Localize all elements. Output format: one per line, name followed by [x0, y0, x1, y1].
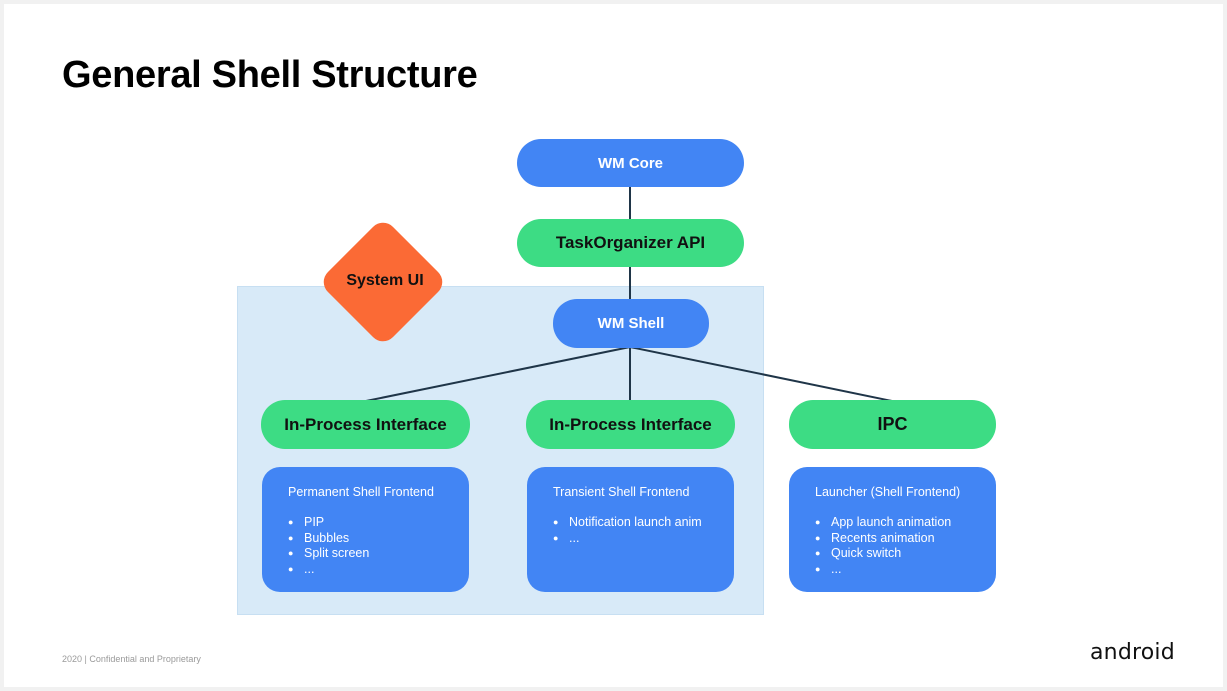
edge-shell-to-inprocess-1	[365, 346, 631, 402]
card-title: Transient Shell Frontend	[553, 485, 690, 499]
wm-core-node: WM Core	[517, 139, 744, 187]
transient-shell-frontend-card: Transient Shell Frontend Notification la…	[527, 467, 734, 592]
card-title: Permanent Shell Frontend	[288, 485, 434, 499]
permanent-shell-frontend-card: Permanent Shell Frontend PIP Bubbles Spl…	[262, 467, 469, 592]
system-ui-label: System UI	[346, 272, 424, 289]
list-item: Bubbles	[288, 531, 444, 547]
slide-title: General Shell Structure	[62, 54, 478, 96]
card-item-list: App launch animation Recents animation Q…	[815, 515, 996, 577]
connector-lines	[365, 186, 893, 402]
in-process-interface-node-2: In-Process Interface	[526, 400, 735, 449]
card-item-list: Notification launch anim ...	[553, 515, 734, 546]
android-logo: android	[1090, 640, 1175, 665]
card-item-list: PIP Bubbles Split screen ...	[288, 515, 469, 577]
ipc-node: IPC	[789, 400, 996, 449]
list-item: Notification launch anim	[553, 515, 709, 531]
slide: General Shell Structure WM Core TaskOrga…	[4, 4, 1223, 687]
card-title: Launcher (Shell Frontend)	[815, 485, 961, 499]
list-item: Quick switch	[815, 546, 971, 562]
list-item: ...	[815, 562, 971, 578]
list-item: ...	[553, 531, 709, 547]
list-item: Split screen	[288, 546, 444, 562]
list-item: App launch animation	[815, 515, 971, 531]
edge-shell-to-ipc	[629, 346, 893, 402]
launcher-shell-frontend-card: Launcher (Shell Frontend) App launch ani…	[789, 467, 996, 592]
in-process-interface-node-1: In-Process Interface	[261, 400, 470, 449]
list-item: Recents animation	[815, 531, 971, 547]
footer-text: 2020 | Confidential and Proprietary	[62, 654, 201, 664]
wm-shell-node: WM Shell	[553, 299, 709, 348]
task-organizer-api-node: TaskOrganizer API	[517, 219, 744, 267]
list-item: PIP	[288, 515, 444, 531]
list-item: ...	[288, 562, 444, 578]
